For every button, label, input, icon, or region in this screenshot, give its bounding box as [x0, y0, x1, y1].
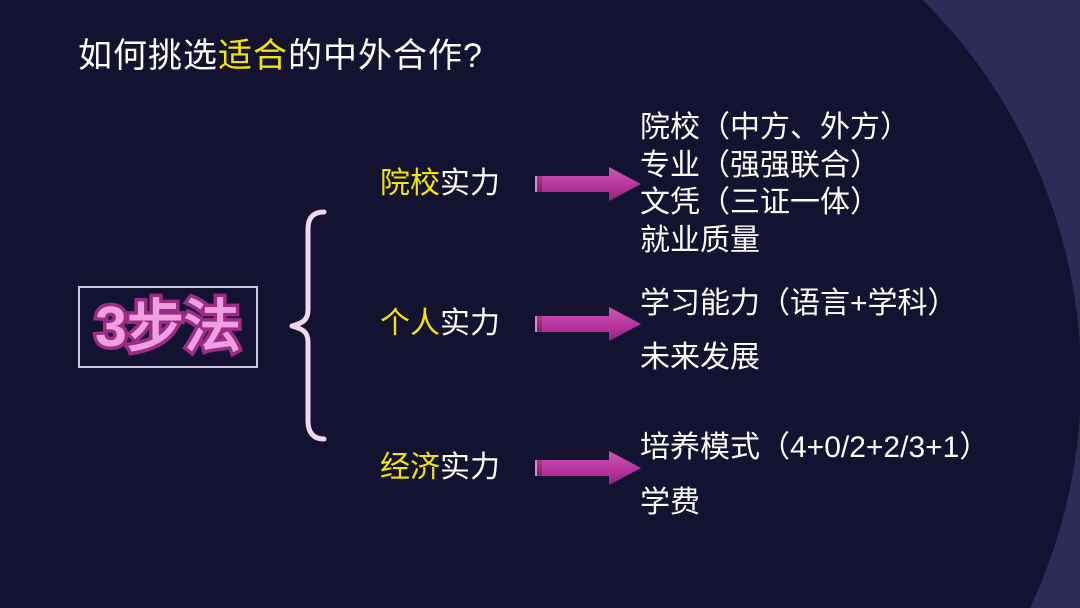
title-suffix: 的中外合作? [288, 37, 483, 75]
page-title: 如何挑选适合的中外合作? [78, 36, 483, 76]
curly-brace-icon [289, 209, 327, 442]
step-label-school-highlight: 院校 [380, 167, 440, 200]
arrow-right-icon [535, 167, 641, 201]
step-label-economic-rest: 实力 [440, 451, 500, 484]
background-overlay-circle [11, 0, 1080, 608]
detail-line: 学习能力（语言+学科） [640, 287, 958, 320]
step-label-school-rest: 实力 [440, 167, 500, 200]
detail-line: 院校（中方、外方） [640, 111, 910, 144]
step-details-personal: 学习能力（语言+学科） 未来发展 [640, 277, 958, 385]
method-box-text: 3步法 3步法 [92, 294, 245, 359]
detail-line: 培养模式（4+0/2+2/3+1） [640, 431, 990, 464]
step-label-personal: 个人实力 [380, 308, 500, 340]
title-highlight: 适合 [218, 37, 288, 75]
method-box-text-outline: 3步法 [92, 294, 245, 359]
detail-line: 学费 [640, 486, 700, 519]
step-details-economic: 培养模式（4+0/2+2/3+1） 学费 [640, 420, 989, 530]
detail-line: 文凭（三证一体） [640, 186, 880, 219]
title-prefix: 如何挑选 [78, 37, 218, 75]
arrow-right-icon [535, 451, 641, 485]
step-label-personal-rest: 实力 [440, 307, 500, 340]
detail-line: 未来发展 [640, 341, 760, 374]
method-box: 3步法 3步法 [78, 286, 258, 368]
arrow-right-icon [535, 307, 641, 341]
step-label-economic-highlight: 经济 [380, 451, 440, 484]
method-box-text-fill: 3步法 [95, 294, 241, 359]
detail-line: 专业（强强联合） [640, 148, 880, 182]
step-details-school: 院校（中方、外方） 专业（强强联合） 文凭（三证一体） 就业质量 [640, 109, 910, 259]
detail-line: 就业质量 [640, 223, 760, 257]
step-label-school: 院校实力 [380, 168, 500, 200]
step-label-economic: 经济实力 [380, 452, 500, 484]
step-label-personal-highlight: 个人 [380, 307, 440, 340]
